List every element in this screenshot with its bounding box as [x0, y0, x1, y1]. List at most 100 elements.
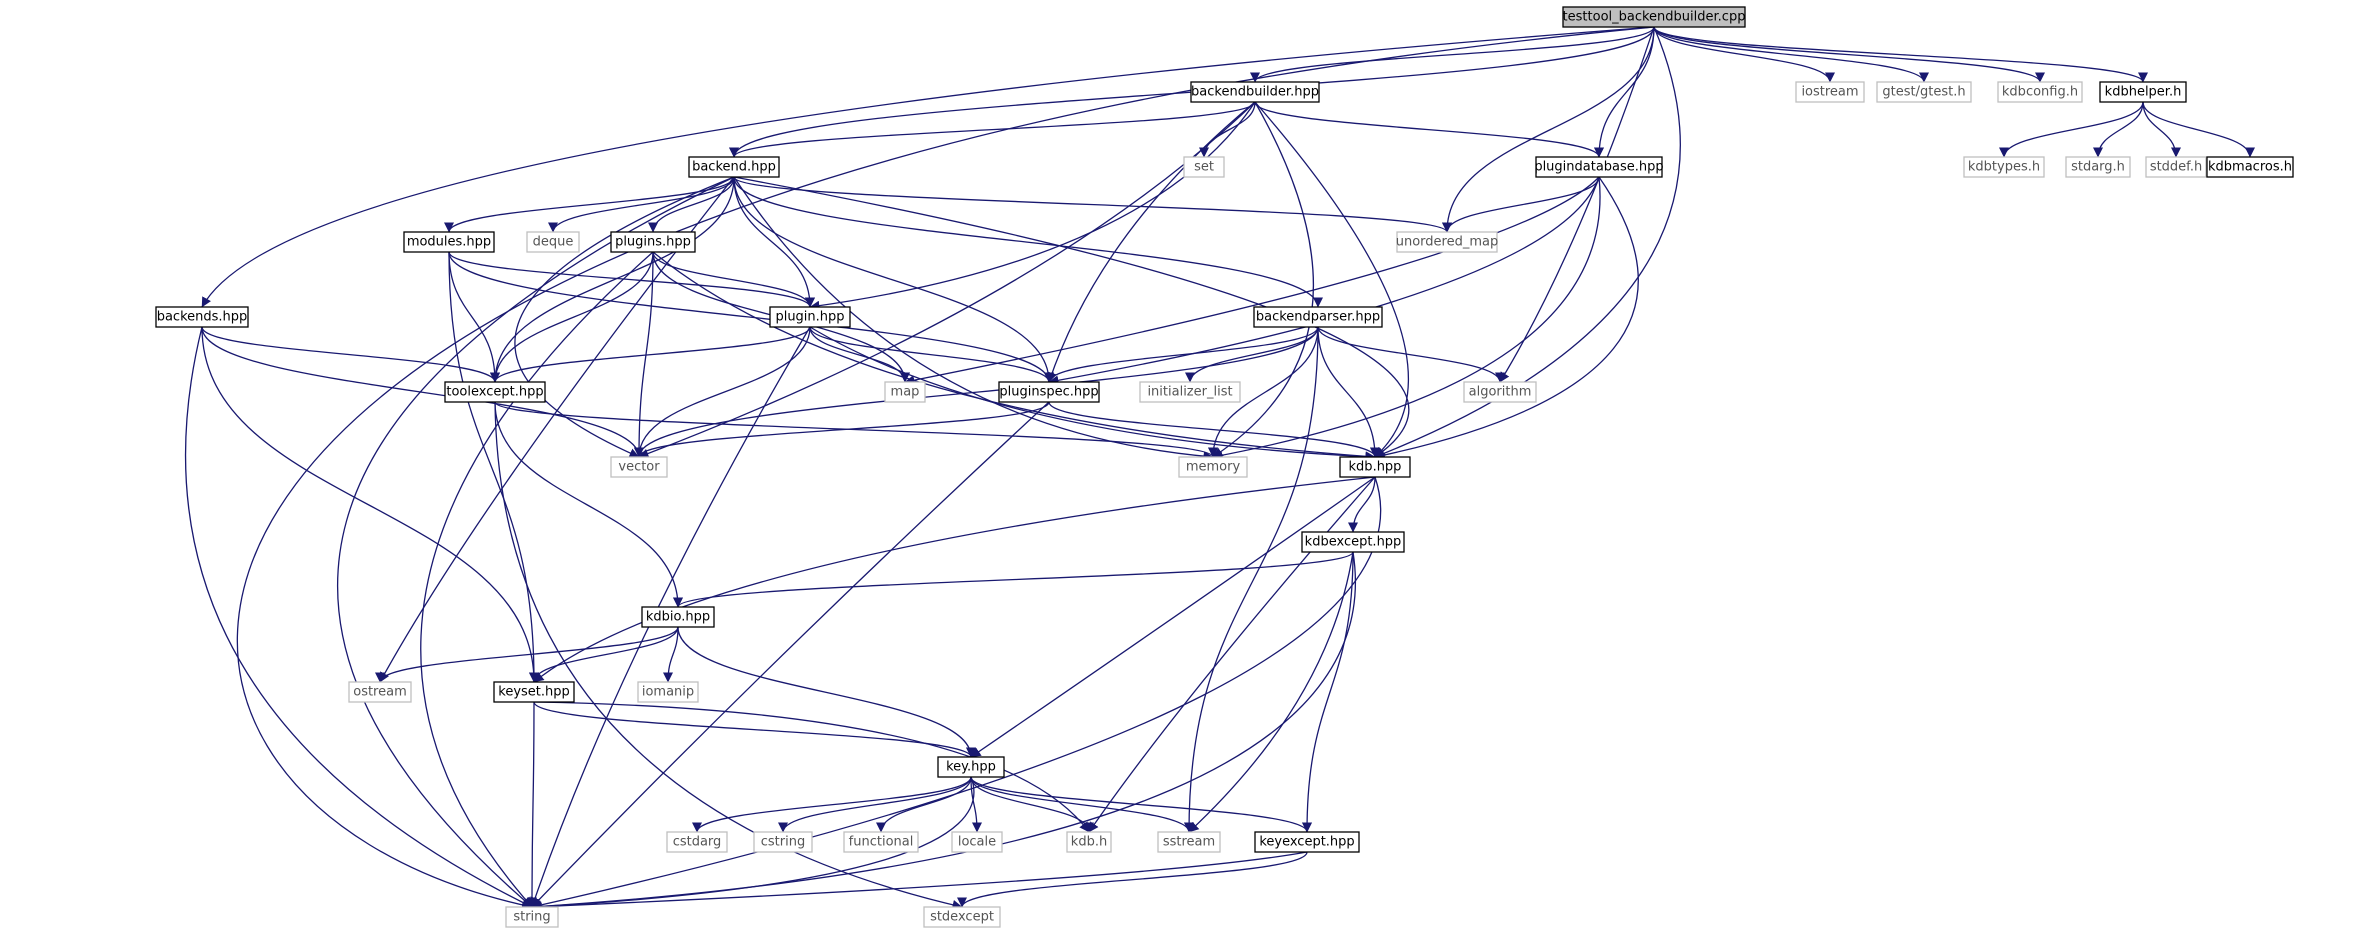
edge-plugin-hpp-to-pluginspec-hpp — [809, 326, 1054, 383]
node-locale[interactable]: locale — [951, 831, 1003, 853]
node-testtool-backendbuilder-cpp[interactable]: testtool_backendbuilder.cpp — [1562, 6, 1746, 28]
node-kdbconfig-h[interactable]: kdbconfig.h — [1997, 81, 2083, 103]
node-vector[interactable]: vector — [610, 456, 668, 478]
edge-line — [1348, 476, 1376, 533]
edge-backend-hpp-to-memory — [733, 176, 1214, 462]
edge-toolexcept-hpp-to-memory — [494, 401, 1218, 458]
node-label: pluginspec.hpp — [999, 385, 1098, 400]
node-box — [1876, 81, 1972, 103]
edge-line — [514, 176, 735, 458]
node-initializer-list[interactable]: initializer_list — [1139, 381, 1241, 403]
edge-keyset-hpp-to-string — [527, 701, 538, 908]
node-backends-hpp[interactable]: backends.hpp — [155, 306, 249, 328]
node-label: plugins.hpp — [615, 235, 691, 250]
node-cstring[interactable]: cstring — [753, 831, 813, 853]
node-string[interactable]: string — [505, 906, 559, 928]
node-kdb-h[interactable]: kdb.h — [1066, 831, 1112, 853]
node-label: gtest/gtest.h — [1882, 85, 1965, 100]
edge-backendparser-hpp-to-initializer-list — [1185, 326, 1319, 383]
edge-testtool-backendbuilder-cpp-to-unordered-map — [1442, 26, 1655, 233]
edge-line — [677, 626, 976, 758]
node-box — [1463, 381, 1537, 403]
edge-backendbuilder-hpp-to-kdb-hpp — [1254, 101, 1410, 458]
edge-line — [1250, 26, 1655, 83]
edge-testtool-backendbuilder-cpp-to-plugindatabase-hpp — [1594, 26, 1655, 158]
node-label: initializer_list — [1147, 385, 1232, 400]
edge-line — [337, 176, 735, 908]
node-backendbuilder-hpp[interactable]: backendbuilder.hpp — [1190, 81, 1320, 103]
node-label: memory — [1186, 460, 1241, 475]
node-iomanip[interactable]: iomanip — [637, 681, 699, 703]
node-kdbmacros-h[interactable]: kdbmacros.h — [2206, 156, 2294, 178]
edge-backendbuilder-hpp-to-set — [1199, 101, 1256, 158]
node-box — [1178, 456, 1248, 478]
edge-line — [1442, 26, 1655, 233]
node-key-hpp[interactable]: key.hpp — [937, 756, 1005, 778]
edge-modules-hpp-to-toolexcept-hpp — [448, 251, 500, 383]
node-box — [753, 831, 813, 853]
edge-plugins-hpp-to-plugin-hpp — [652, 251, 815, 308]
node-unordered-map[interactable]: unordered_map — [1396, 231, 1499, 253]
edge-line — [529, 626, 679, 683]
node-keyexcept-hpp[interactable]: keyexcept.hpp — [1254, 831, 1360, 853]
node-pluginspec-hpp[interactable]: pluginspec.hpp — [998, 381, 1100, 403]
edge-backendbuilder-hpp-to-pluginspec-hpp — [1047, 101, 1256, 383]
node-box — [951, 831, 1003, 853]
node-iostream[interactable]: iostream — [1795, 81, 1865, 103]
node-label: unordered_map — [1396, 235, 1499, 250]
node-plugin-hpp[interactable]: plugin.hpp — [769, 306, 851, 328]
node-backendparser-hpp[interactable]: backendparser.hpp — [1253, 306, 1383, 328]
edge-line — [531, 851, 1308, 912]
node-ostream[interactable]: ostream — [348, 681, 412, 703]
node-label: kdbtypes.h — [1968, 160, 2040, 175]
node-kdbexcept-hpp[interactable]: kdbexcept.hpp — [1301, 531, 1405, 553]
node-label: plugindatabase.hpp — [1534, 160, 1663, 175]
node-set[interactable]: set — [1183, 156, 1225, 178]
node-backend-hpp[interactable]: backend.hpp — [688, 156, 780, 178]
edge-backendparser-hpp-to-pluginspec-hpp — [1044, 326, 1319, 383]
node-algorithm[interactable]: algorithm — [1463, 381, 1537, 403]
node-plugindatabase-hpp[interactable]: plugindatabase.hpp — [1534, 156, 1664, 178]
node-kdbio-hpp[interactable]: kdbio.hpp — [641, 606, 715, 628]
edge-kdb-hpp-to-kdbexcept-hpp — [1348, 476, 1376, 533]
node-stdarg-h[interactable]: stdarg.h — [2065, 156, 2131, 178]
edge-line — [379, 176, 735, 683]
node-box — [2065, 156, 2131, 178]
node-sstream[interactable]: sstream — [1157, 831, 1221, 853]
node-plugins-hpp[interactable]: plugins.hpp — [610, 231, 696, 253]
edge-line — [733, 176, 815, 308]
node-modules-hpp[interactable]: modules.hpp — [403, 231, 495, 253]
node-box — [2145, 156, 2207, 178]
node-box — [641, 606, 715, 628]
edge-line — [634, 326, 811, 458]
edge-line — [1199, 101, 1256, 158]
node-kdbhelper-h[interactable]: kdbhelper.h — [2099, 81, 2187, 103]
edge-line — [448, 251, 815, 308]
node-label: algorithm — [1469, 385, 1532, 400]
node-memory[interactable]: memory — [1178, 456, 1248, 478]
node-keyset-hpp[interactable]: keyset.hpp — [493, 681, 575, 703]
node-label: iostream — [1801, 85, 1858, 100]
node-deque[interactable]: deque — [526, 231, 580, 253]
node-label: plugin.hpp — [775, 310, 844, 325]
node-kdb-hpp[interactable]: kdb.hpp — [1339, 456, 1411, 478]
edge-toolexcept-hpp-to-stdexcept — [494, 401, 963, 910]
node-kdbtypes-h[interactable]: kdbtypes.h — [1963, 156, 2045, 178]
edge-testtool-backendbuilder-cpp-to-algorithm — [1499, 26, 1655, 383]
edge-plugindatabase-hpp-to-map — [904, 176, 1600, 386]
edge-key-hpp-to-functional — [876, 776, 972, 833]
edge-backend-hpp-to-modules-hpp — [444, 176, 735, 233]
node-stdexcept[interactable]: stdexcept — [923, 906, 1001, 928]
edge-line — [184, 326, 533, 908]
edge-line — [733, 176, 1452, 233]
edge-keyset-hpp-to-kdb-h — [533, 701, 1090, 833]
edge-line — [236, 26, 1655, 910]
edge-key-hpp-to-cstring — [778, 776, 972, 833]
node-toolexcept-hpp[interactable]: toolexcept.hpp — [444, 381, 546, 403]
node-stddef-h[interactable]: stddef.h — [2145, 156, 2207, 178]
edge-backend-hpp-to-pluginspec-hpp — [733, 176, 1054, 383]
node-functional[interactable]: functional — [843, 831, 919, 853]
node-cstdarg[interactable]: cstdarg — [666, 831, 728, 853]
node-gtest-gtest-h[interactable]: gtest/gtest.h — [1876, 81, 1972, 103]
node-map[interactable]: map — [884, 381, 926, 403]
